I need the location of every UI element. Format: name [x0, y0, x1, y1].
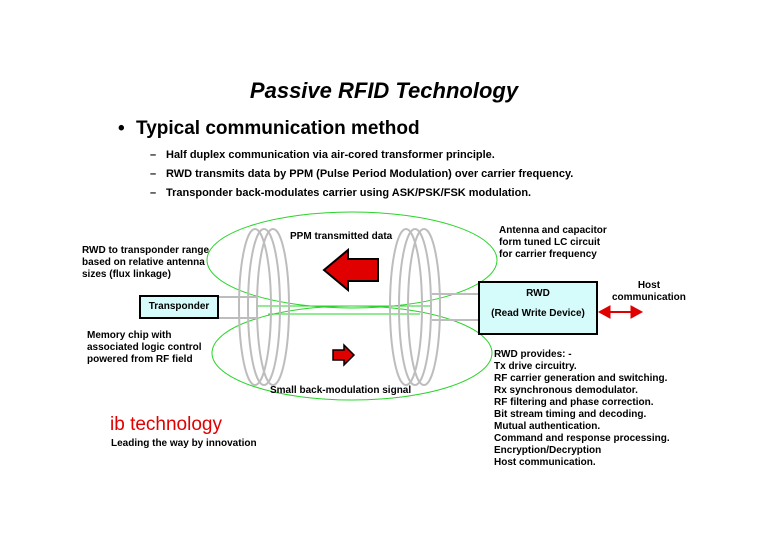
- range-note-line-3: sizes (flux linkage): [82, 269, 171, 280]
- rwd-provides-item: Bit stream timing and decoding.: [494, 409, 647, 420]
- rwd-label: RWD: [526, 288, 550, 299]
- rwd-provides-item: Tx drive circuitry.: [494, 361, 577, 372]
- ppm-label: PPM transmitted data: [290, 231, 393, 242]
- rwd-provides-item: RF filtering and phase correction.: [494, 397, 654, 408]
- rwd-provides-item: Mutual authentication.: [494, 421, 601, 432]
- backmod-label: Small back-modulation signal: [270, 385, 412, 396]
- range-note-line-1: RWD to transponder range: [82, 245, 210, 256]
- rwd-provides-list: RWD provides: - Tx drive circuitry. RF c…: [494, 349, 670, 469]
- range-note-line-2: based on relative antenna: [82, 257, 205, 268]
- rwd-full-label: (Read Write Device): [491, 308, 585, 319]
- rwd-provides-item: Encryption/Decryption: [494, 445, 602, 456]
- dash-glyph: –: [150, 187, 157, 199]
- memory-note-line-1: Memory chip with: [87, 330, 172, 341]
- transponder-box: Transponder: [139, 295, 219, 319]
- ppm-field-ellipse: [206, 211, 498, 309]
- brand-tagline: Leading the way by innovation: [111, 438, 257, 449]
- slide-title: Passive RFID Technology: [249, 78, 519, 103]
- sub-bullet-2: –RWD transmits data by PPM (Pulse Period…: [150, 168, 573, 180]
- host-double-arrow-icon: [597, 305, 644, 319]
- antenna-note-line-1: Antenna and capacitor: [499, 225, 607, 236]
- host-label-line-1: Host: [637, 280, 661, 291]
- dash-glyph: –: [150, 168, 157, 180]
- rwd-provides-item: RF carrier generation and switching.: [494, 373, 668, 384]
- range-note: RWD to transponder range based on relati…: [82, 245, 209, 281]
- sub-bullet-1-text: Half duplex communication via air-cored …: [166, 149, 495, 161]
- antenna-note-line-2: form tuned LC circuit: [499, 237, 601, 248]
- main-bullet-text: Typical communication method: [136, 118, 420, 139]
- rwd-antenna-coil: [389, 228, 441, 386]
- transponder-label: Transponder: [148, 301, 210, 312]
- host-label-line-2: communication: [612, 292, 686, 303]
- rwd-provides-item: Command and response processing.: [494, 433, 670, 444]
- transponder-coil: [238, 228, 290, 386]
- antenna-note: Antenna and capacitor form tuned LC circ…: [499, 225, 607, 261]
- memory-note-line-3: powered from RF field: [87, 354, 193, 365]
- ppm-arrow-icon: [322, 247, 379, 293]
- rwd-provides-item: Host communication.: [494, 457, 596, 468]
- sub-bullet-1: –Half duplex communication via air-cored…: [150, 149, 495, 161]
- brand-logo-text: ib technology: [110, 414, 222, 435]
- memory-note: Memory chip with associated logic contro…: [87, 330, 201, 366]
- memory-note-line-2: associated logic control: [87, 342, 202, 353]
- host-label: Host communication: [612, 280, 686, 304]
- sub-bullet-2-text: RWD transmits data by PPM (Pulse Period …: [166, 168, 574, 180]
- backmod-arrow-icon: [332, 343, 356, 367]
- rwd-provides-title: RWD provides: -: [494, 349, 572, 360]
- antenna-note-line-3: for carrier frequency: [499, 249, 597, 260]
- sub-bullet-3-text: Transponder back-modulates carrier using…: [166, 187, 532, 199]
- sub-bullet-3: –Transponder back-modulates carrier usin…: [150, 187, 531, 199]
- dash-glyph: –: [150, 149, 157, 161]
- rwd-box: RWD (Read Write Device): [478, 281, 598, 335]
- bullet-dot: •: [118, 118, 125, 139]
- rwd-provides-item: Rx synchronous demodulator.: [494, 385, 638, 396]
- main-bullet: • Typical communication method: [118, 118, 420, 140]
